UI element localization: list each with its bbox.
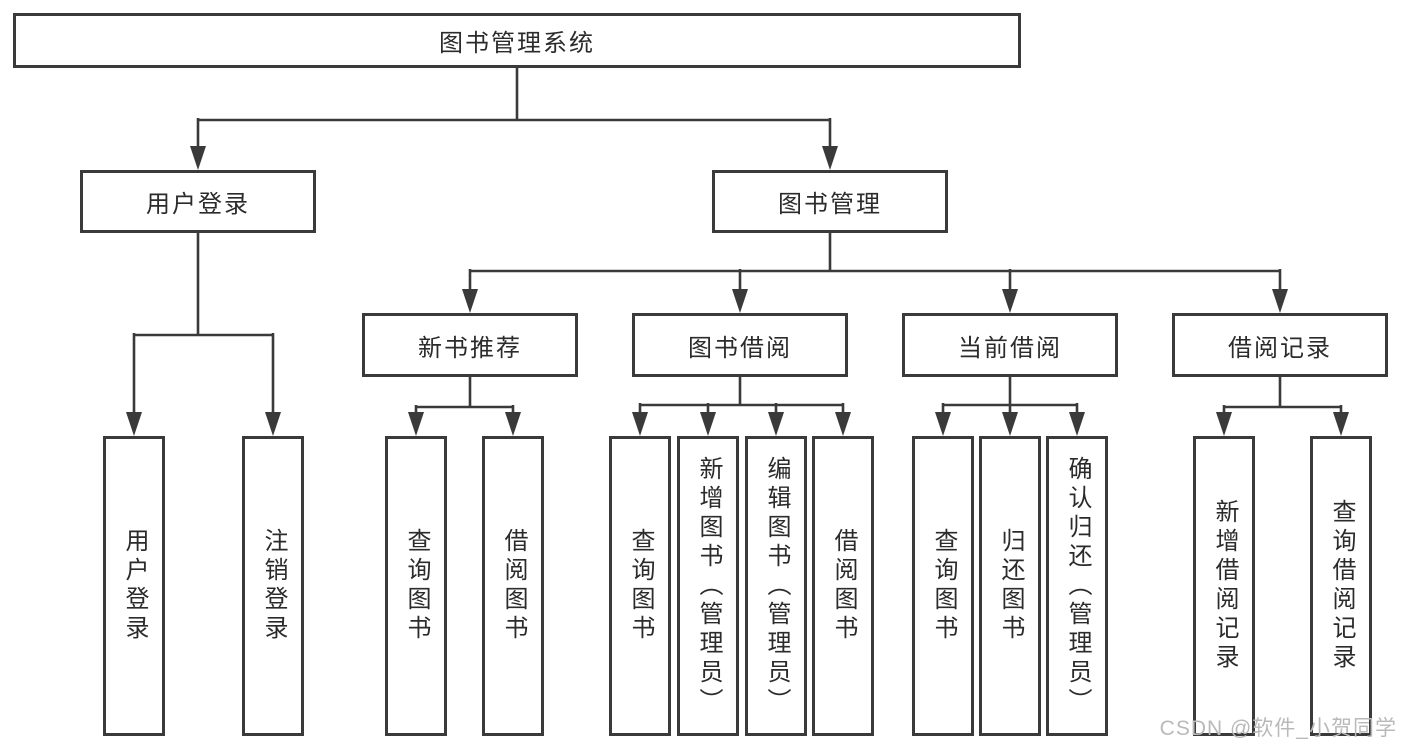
leaf-return-book: 归还图书 — [979, 436, 1041, 736]
leaf-borrow-books-label: 借阅图书 — [830, 528, 857, 644]
leaf-user-login: 用户登录 — [103, 436, 165, 736]
node-root: 图书管理系统 — [13, 13, 1021, 68]
node-user-login-label: 用户登录 — [146, 191, 250, 218]
leaf-query-books-borrow: 查询图书 — [609, 436, 671, 736]
leaf-query-books-recommend: 查询图书 — [385, 436, 447, 736]
leaf-query-borrow-record: 查询借阅记录 — [1310, 436, 1372, 736]
leaf-edit-book-admin: 编辑图书（管理员） — [745, 436, 807, 736]
leaf-borrow-books: 借阅图书 — [812, 436, 874, 736]
leaf-add-book-admin: 新增图书（管理员） — [677, 436, 739, 736]
node-new-book-recommend-label: 新书推荐 — [418, 334, 522, 362]
node-borrow-records: 借阅记录 — [1172, 313, 1388, 377]
leaf-add-borrow-record: 新增借阅记录 — [1193, 436, 1255, 736]
node-borrow-records-label: 借阅记录 — [1228, 334, 1332, 362]
leaf-query-books-borrow-label: 查询图书 — [627, 528, 654, 644]
leaf-query-books-recommend-label: 查询图书 — [403, 528, 430, 644]
leaf-add-borrow-record-label: 新增借阅记录 — [1211, 499, 1238, 673]
leaf-logout-label: 注销登录 — [260, 528, 287, 644]
node-book-management: 图书管理 — [712, 170, 948, 233]
node-book-management-label: 图书管理 — [778, 191, 882, 218]
leaf-logout: 注销登录 — [242, 436, 304, 736]
node-root-label: 图书管理系统 — [439, 30, 595, 57]
leaf-borrow-books-recommend-label: 借阅图书 — [500, 528, 527, 644]
leaf-query-borrow-record-label: 查询借阅记录 — [1328, 499, 1355, 673]
node-new-book-recommend: 新书推荐 — [362, 313, 578, 377]
node-user-login: 用户登录 — [80, 170, 316, 233]
leaf-user-login-label: 用户登录 — [121, 528, 148, 644]
leaf-query-books-current: 查询图书 — [912, 436, 974, 736]
node-book-borrow: 图书借阅 — [632, 313, 848, 377]
leaf-edit-book-admin-label: 编辑图书（管理员） — [763, 455, 790, 717]
leaf-add-book-admin-label: 新增图书（管理员） — [695, 455, 722, 717]
leaf-borrow-books-recommend: 借阅图书 — [482, 436, 544, 736]
leaf-query-books-current-label: 查询图书 — [930, 528, 957, 644]
node-book-borrow-label: 图书借阅 — [688, 334, 792, 362]
csdn-watermark: CSDN @软件_小贺同学 — [1159, 717, 1397, 740]
leaf-confirm-return-admin: 确认归还（管理员） — [1046, 436, 1108, 736]
node-current-borrow: 当前借阅 — [902, 313, 1118, 377]
node-current-borrow-label: 当前借阅 — [958, 334, 1062, 362]
leaf-return-book-label: 归还图书 — [997, 528, 1024, 644]
leaf-confirm-return-admin-label: 确认归还（管理员） — [1064, 455, 1091, 717]
